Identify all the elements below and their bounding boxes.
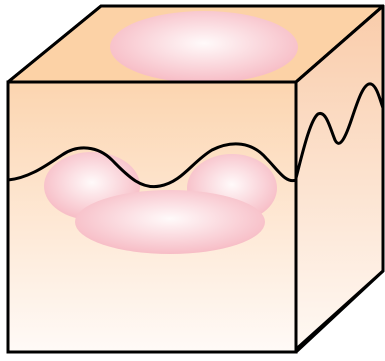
top-face-blob — [110, 11, 298, 83]
front-blob-bottom — [75, 190, 265, 254]
